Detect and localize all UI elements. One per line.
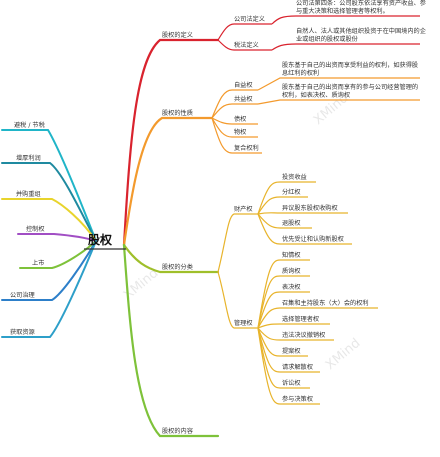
topic-classify[interactable]: 股权的分类 [162, 264, 193, 271]
topic-definition[interactable]: 股权的定义 [162, 32, 193, 39]
definition-sub-connectors [217, 15, 420, 51]
topic-content[interactable]: 股权的内容 [162, 428, 193, 435]
management-item-3[interactable]: 表决权 [282, 284, 301, 291]
connector-profit [1, 162, 97, 242]
property-item-4[interactable]: 退股权 [282, 220, 301, 227]
management-item-5[interactable]: 选择管理者权 [282, 316, 320, 323]
connector-resources [1, 240, 97, 338]
management-item-7[interactable]: 提案权 [282, 348, 301, 355]
nature-common-benefit-note: 股东基于自己的出资而享有的参与公司经营管理的权利，如表决权、质询权 [282, 84, 419, 99]
property-item-2[interactable]: 分红权 [282, 189, 301, 196]
right-branches [122, 38, 220, 438]
property-item-1[interactable]: 投资收益 [282, 174, 307, 181]
management-item-1[interactable]: 知情权 [282, 252, 301, 259]
connector-content [122, 243, 220, 438]
management-item-2[interactable]: 质询权 [282, 268, 301, 275]
management-item-4[interactable]: 召集和主持股东（大）会的权利 [282, 300, 369, 307]
connector-tax [1, 129, 97, 242]
management-item-9[interactable]: 诉讼权 [282, 380, 301, 387]
management-item-10[interactable]: 参与决策权 [282, 396, 313, 403]
root-topic[interactable]: 股权 [88, 233, 113, 247]
topic-control[interactable]: 控制权 [26, 226, 45, 233]
nature-property[interactable]: 物权 [234, 129, 247, 136]
connector-control [17, 233, 97, 242]
connector-definition [122, 38, 220, 247]
management-item-8[interactable]: 请求解散权 [282, 364, 313, 371]
nature-sub-connectors [211, 77, 420, 154]
classify-management-right[interactable]: 管理权 [234, 320, 253, 327]
connector-ipo [19, 240, 97, 269]
nature-debt[interactable]: 债权 [234, 116, 247, 123]
classify-sub-connectors [217, 181, 378, 405]
definition-tax-law-note: 自然人、法人或其他组织投资于在中国境内的企业或组织的股权或股份 [296, 28, 426, 43]
watermark-text-3: XMind [323, 336, 363, 373]
definition-company-law[interactable]: 公司法定义 [234, 16, 265, 23]
topic-resources[interactable]: 获取资源 [10, 329, 35, 336]
nature-compound[interactable]: 复合权利 [234, 145, 259, 152]
definition-tax-law[interactable]: 税法定义 [234, 42, 259, 49]
topic-governance[interactable]: 公司治理 [10, 292, 35, 299]
topic-merger[interactable]: 并购重组 [16, 191, 41, 198]
connector-merger [1, 198, 97, 242]
topic-nature[interactable]: 股权的性质 [162, 110, 193, 117]
nature-self-benefit-note: 股东基于自己的出资而享受利益的权利，如获得股息红利的权利 [282, 62, 419, 77]
left-branches [1, 129, 97, 338]
property-item-3[interactable]: 异议股东股权收购权 [282, 205, 338, 212]
management-item-6[interactable]: 违法决议撤销权 [282, 332, 326, 339]
connector-nature [122, 116, 214, 247]
classify-property-right[interactable]: 财产权 [234, 206, 253, 213]
topic-tax[interactable]: 避税 / 节税 [14, 122, 45, 129]
nature-self-benefit[interactable]: 自益权 [234, 82, 253, 89]
definition-company-law-note: 公司法第四条：公司股东依法享有资产收益、参与重大决策和选择管理者等权利。 [296, 0, 426, 15]
nature-common-benefit[interactable]: 共益权 [234, 96, 253, 103]
property-item-5[interactable]: 优先受让和认购新股权 [282, 236, 344, 243]
connector-classify [122, 243, 220, 274]
topic-ipo[interactable]: 上市 [32, 260, 45, 267]
topic-profit[interactable]: 增厚利润 [16, 155, 41, 162]
